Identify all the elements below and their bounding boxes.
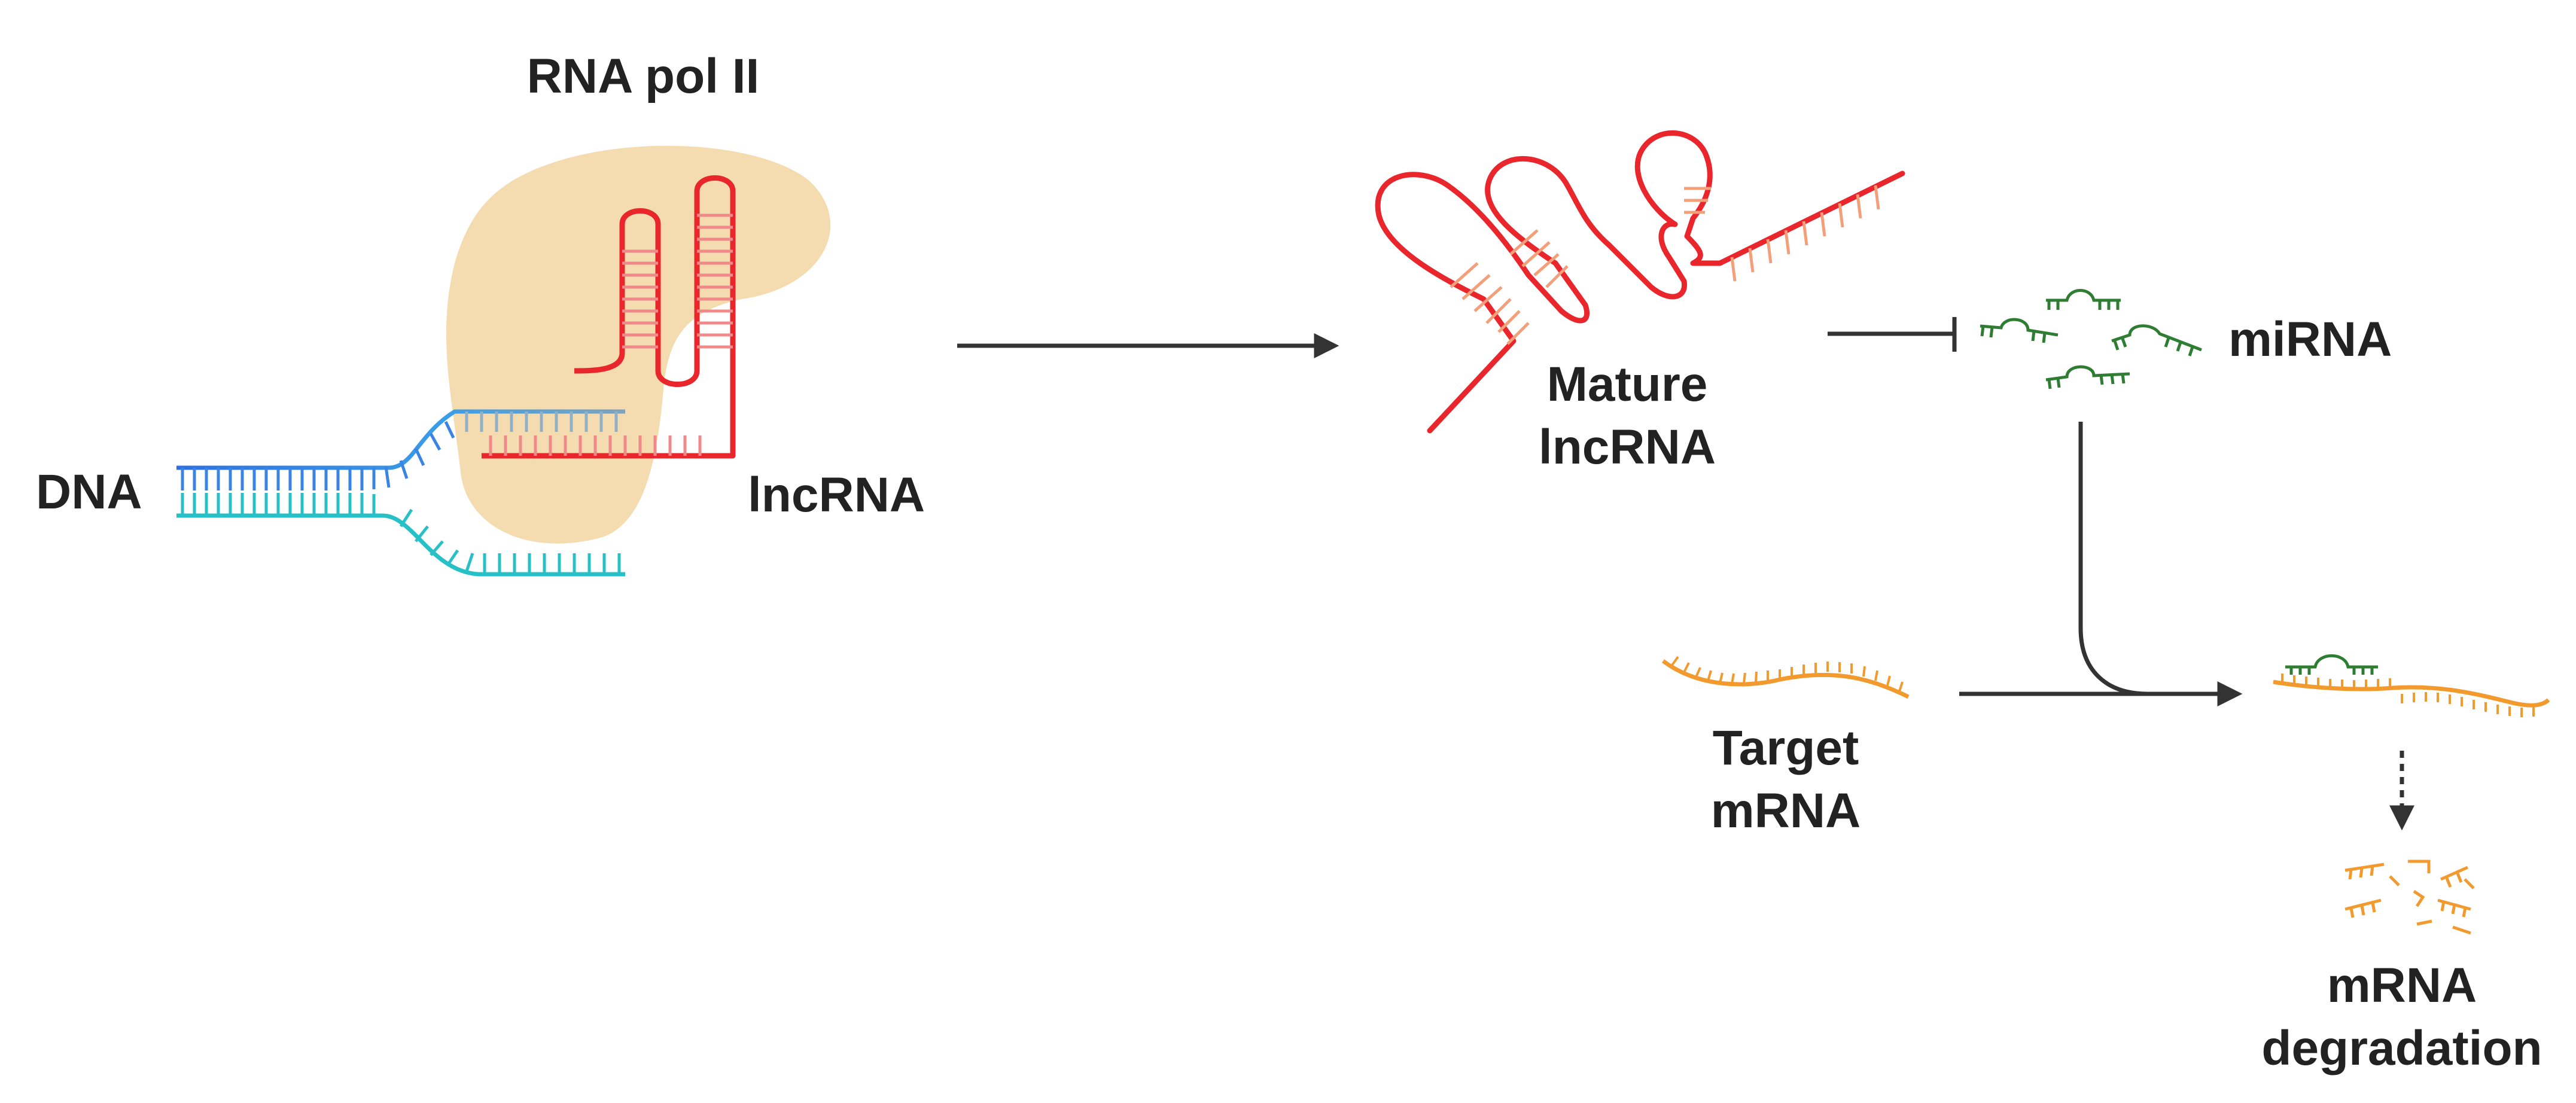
mature-label-line2: lncRNA xyxy=(1539,420,1716,474)
mirna-binding-curve xyxy=(2078,422,2148,696)
degraded-mrna-fragments-icon xyxy=(2344,860,2475,935)
nascent-lncrna-icon xyxy=(482,175,736,459)
mirna-mrna-complex-icon xyxy=(2273,654,2550,717)
mirna-cluster-icon xyxy=(1980,289,2202,389)
target-label-line2: mRNA xyxy=(1711,784,1861,838)
mature-label-line1: Mature xyxy=(1547,357,1708,412)
lncrna-label: lncRNA xyxy=(748,468,925,522)
dna-double-strand-icon xyxy=(176,409,625,577)
degradation-label-line1: mRNA xyxy=(2327,958,2477,1013)
rna-pol-ii-label: RNA pol II xyxy=(527,49,760,103)
degradation-label-line2: degradation xyxy=(2261,1021,2542,1075)
inhibition-bar xyxy=(1828,317,1957,352)
target-label-line1: Target xyxy=(1713,721,1859,775)
target-mrna-icon xyxy=(1661,656,1910,699)
dna-label: DNA xyxy=(36,465,142,519)
mirna-label: miRNA xyxy=(2228,312,2392,367)
mature-lncrna-icon xyxy=(1375,130,1905,434)
